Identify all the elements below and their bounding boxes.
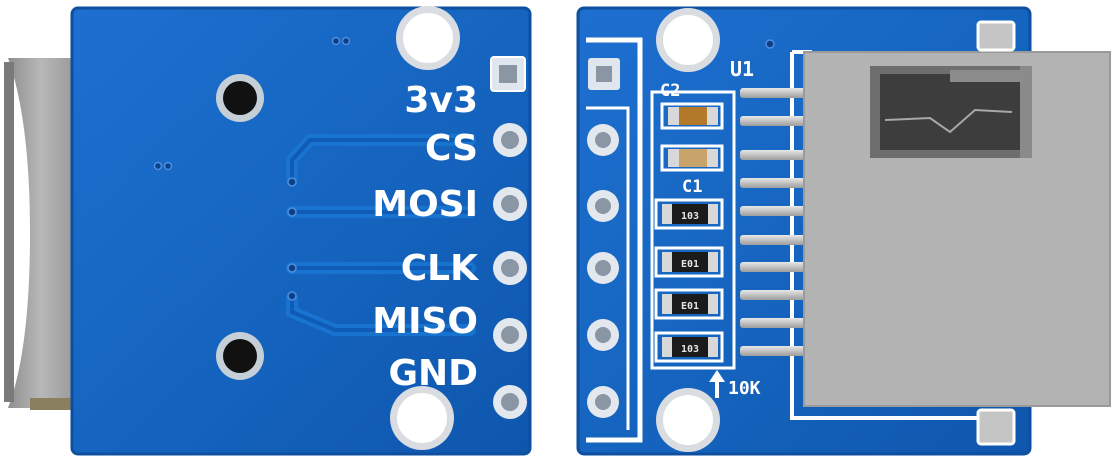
pin-label-gnd: GND — [388, 353, 478, 394]
card-holder-edge — [4, 62, 14, 402]
pin-label-mosi: MOSI — [372, 184, 478, 225]
back-board: 3v3 CS MOSI CLK MISO GND — [4, 6, 532, 456]
back-traces-shade — [290, 138, 472, 332]
socket-tabs — [976, 20, 1016, 446]
socket-silk-frame — [790, 52, 1000, 420]
front-board: C2 C1 103 E01 E01 103 — [576, 6, 1111, 456]
back-pin-pads — [490, 56, 527, 419]
arrow-up-icon — [709, 370, 725, 398]
back-mount-holes — [216, 6, 460, 450]
microsd-socket — [803, 51, 1111, 407]
resistor-4 — [654, 331, 724, 363]
capacitor-c2 — [660, 102, 724, 130]
pin-label-3v3: 3v3 — [404, 80, 478, 121]
resistor-marking-2: E01 — [681, 259, 699, 270]
resistor-marking-3: E01 — [681, 301, 699, 312]
front-pin-pads — [587, 58, 620, 418]
resistor-1 — [654, 198, 724, 230]
resistor-marking-1: 103 — [681, 211, 699, 222]
cap-label-c1: C1 — [682, 177, 702, 197]
resistor-3 — [654, 288, 724, 320]
header-silk-outline — [586, 37, 643, 443]
resistor-marking-4: 103 — [681, 344, 699, 355]
socket-pins — [740, 88, 808, 356]
pin-label-miso: MISO — [372, 301, 478, 342]
back-vias — [153, 36, 351, 301]
pin-label-cs: CS — [425, 128, 478, 169]
pin-label-clk: CLK — [401, 248, 479, 289]
ic-label-u1: U1 — [730, 57, 754, 81]
cap-label-c2: C2 — [660, 81, 680, 101]
resistor-2 — [654, 246, 724, 278]
resistor-note: 10K — [728, 378, 761, 399]
card-holder-shell — [8, 58, 74, 408]
passives-silk-box — [650, 90, 736, 370]
capacitor-c1 — [660, 144, 724, 172]
front-mount-holes — [656, 8, 720, 452]
back-pcb — [72, 8, 530, 454]
